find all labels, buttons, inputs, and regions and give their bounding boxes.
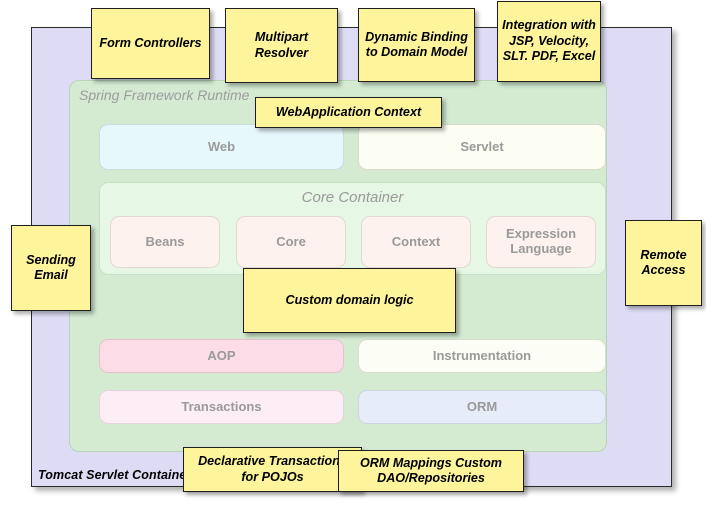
note-remote-access[interactable]: Remote Access	[625, 220, 702, 306]
module-core[interactable]: Core	[236, 216, 346, 268]
spring-framework-runtime-label: Spring Framework Runtime	[79, 87, 250, 103]
note-webapplication-context[interactable]: WebApplication Context	[255, 97, 442, 128]
note-dynamic-binding[interactable]: Dynamic Binding to Domain Model	[358, 8, 475, 82]
note-multipart-resolver[interactable]: Multipart Resolver	[225, 8, 338, 83]
module-servlet[interactable]: Servlet	[358, 124, 606, 170]
module-transactions[interactable]: Transactions	[99, 390, 344, 424]
module-context[interactable]: Context	[361, 216, 471, 268]
note-sending-email[interactable]: Sending Email	[11, 225, 91, 311]
module-beans[interactable]: Beans	[110, 216, 220, 268]
note-custom-domain-logic[interactable]: Custom domain logic	[243, 268, 456, 333]
note-declarative-transactions[interactable]: Declarative Transactions for POJOs	[183, 447, 362, 492]
module-aop[interactable]: AOP	[99, 339, 344, 373]
module-web[interactable]: Web	[99, 124, 344, 170]
module-instrumentation[interactable]: Instrumentation	[358, 339, 606, 373]
module-expression-language[interactable]: Expression Language	[486, 216, 596, 268]
core-container-label: Core Container	[301, 189, 404, 206]
tomcat-servlet-container-label: Tomcat Servlet Container	[38, 468, 192, 482]
module-orm[interactable]: ORM	[358, 390, 606, 424]
note-form-controllers[interactable]: Form Controllers	[91, 8, 210, 79]
note-integration[interactable]: Integration with JSP, Velocity, SLT. PDF…	[497, 1, 601, 82]
note-orm-mappings[interactable]: ORM Mappings Custom DAO/Repositories	[338, 450, 524, 492]
